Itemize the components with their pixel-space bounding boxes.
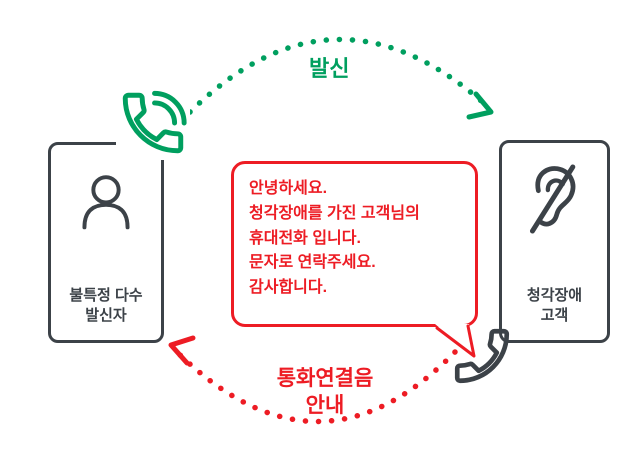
call-wave-outer	[152, 90, 187, 126]
person-icon	[76, 171, 136, 238]
caller-label-line2: 발신자	[85, 306, 127, 324]
bubble-line: 청각장애를 가진 고객님의	[249, 204, 420, 222]
caller-label-line1: 불특정 다수	[69, 286, 143, 304]
outgoing-call-label: 발신	[299, 51, 360, 83]
phone-handset-shape	[454, 328, 510, 384]
ringback-arrowhead-icon	[168, 335, 196, 366]
bubble-line: 문자로 연락주세요.	[249, 254, 376, 272]
phone-handset-shape	[122, 92, 184, 154]
bubble-line: 감사합니다.	[249, 279, 328, 297]
caller-card: 불특정 다수 발신자	[48, 142, 164, 343]
ringback-label-line2: 안내	[305, 394, 345, 418]
bubble-line: 휴대전화 입니다.	[249, 229, 361, 247]
receiving-phone-icon	[454, 328, 510, 384]
calling-phone-icon	[116, 86, 190, 160]
ringback-guidance-arc	[172, 347, 458, 425]
outgoing-call-arc	[187, 36, 490, 115]
customer-label-line1: 청각장애	[526, 286, 583, 304]
customer-card-label: 청각장애 고객	[527, 286, 582, 327]
call-wave-inner	[152, 100, 178, 126]
ear-slash-icon	[517, 161, 593, 242]
ringback-guidance-label: 통화연결음 안내	[243, 365, 407, 420]
bubble-line: 안녕하세요.	[249, 180, 328, 197]
customer-label-line2: 고객	[540, 306, 569, 324]
customer-card: 청각장애 고객	[499, 140, 610, 343]
outgoing-call-arrowhead-icon	[466, 91, 494, 120]
speech-bubble: 안녕하세요. 청각장애를 가진 고객님의 휴대전화 입니다. 문자로 연락주세요…	[231, 161, 478, 327]
caller-card-label: 불특정 다수 발신자	[69, 286, 142, 327]
ringback-label-line1: 통화연결음	[276, 367, 374, 390]
